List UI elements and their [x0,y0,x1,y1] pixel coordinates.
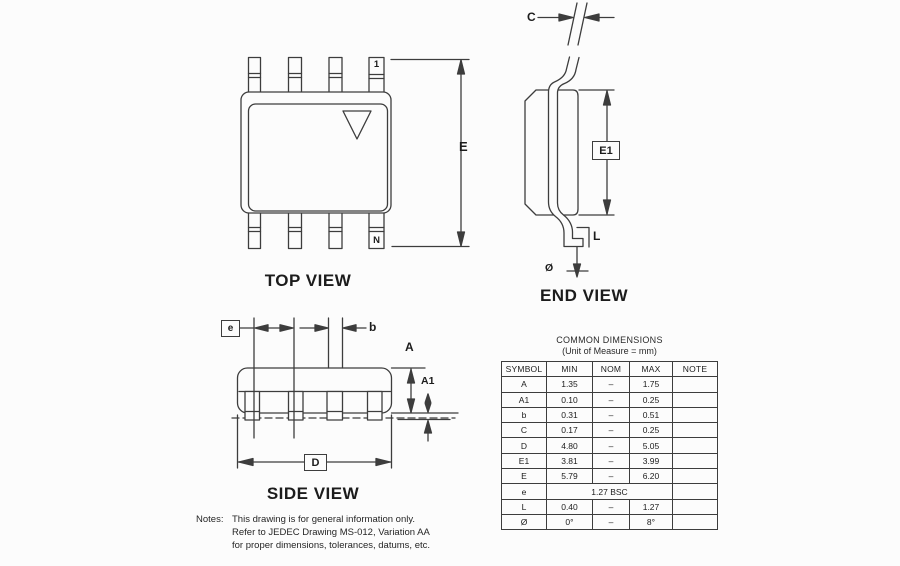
notes-label: Notes: [196,514,224,525]
table-cell [672,391,718,408]
table-cell: 3.81 [546,452,593,470]
table-cell [672,513,718,531]
pin1-marker-triangle [342,110,372,140]
table-cell [672,437,718,454]
table-cell: e [501,483,547,500]
table-cell: 0° [546,513,593,531]
table-cell: – [592,376,630,393]
table-cell: L [501,498,547,515]
dim-foot-angle-label: Ø [545,262,554,274]
table-subtitle: (Unit of Measure = mm) [562,346,657,356]
table-cell: D [501,437,547,454]
table-cell: – [592,498,630,515]
dim-E1-label: E1 [592,141,620,160]
notes-block: Notes: This drawing is for general infor… [196,513,430,552]
table-cell: 6.20 [629,468,673,485]
table-cell: 3.99 [629,452,673,470]
table-cell: 1.27 [629,498,673,515]
table-cell: – [592,513,630,531]
table-cell: 5.05 [629,437,673,454]
notes-line: Refer to JEDEC Drawing MS-012, Variation… [232,527,430,538]
col-nom: NOM [592,360,630,378]
pinN-label: N [373,235,380,246]
table-cell: – [592,452,630,470]
col-max: MAX [629,360,673,378]
table-cell: E1 [501,452,547,470]
table-cell: 0.25 [629,422,673,439]
table-cell: 8° [629,513,673,531]
table-cell: A [501,376,547,393]
table-cell: 0.40 [546,498,593,515]
notes-line: This drawing is for general information … [232,514,416,525]
dim-b-label: b [369,320,377,334]
table-cell: – [592,468,630,485]
dim-L-label: L [593,229,601,243]
top-view-title: TOP VIEW [264,271,352,290]
table-cell: C [501,422,547,439]
table-cell: A1 [501,391,547,408]
table-cell: 0.10 [546,391,593,408]
table-cell: b [501,406,547,424]
table-cell [672,422,718,439]
dim-E-label: E [459,139,468,154]
table-cell: 0.51 [629,406,673,424]
table-cell: 0.25 [629,391,673,408]
table-cell: 0.17 [546,422,593,439]
dim-A1-label: A1 [421,375,435,387]
end-view-title: END VIEW [539,286,629,305]
top-view-drawing [240,56,470,250]
dim-e-pitch-label: e [221,320,240,337]
notes-line: for proper dimensions, tolerances, datum… [232,540,431,551]
col-min: MIN [546,360,593,378]
table-title: COMMON DIMENSIONS [556,335,663,345]
table-cell: E [501,468,547,485]
col-symbol: SYMBOL [501,360,547,378]
table-cell: – [592,437,630,454]
table-cell: Ø [501,513,547,531]
side-view-title: SIDE VIEW [266,484,360,503]
pin1-label: 1 [373,59,380,70]
side-view-drawing [231,317,459,469]
dim-C-label: C [527,10,536,24]
table-cell: – [592,422,630,439]
end-view-drawing [524,2,615,278]
table-cell: 4.80 [546,437,593,454]
table-cell: 1.35 [546,376,593,393]
table-cell [672,406,718,424]
table-cell: 5.79 [546,468,593,485]
dim-A-label: A [405,340,414,354]
table-cell: – [592,406,630,424]
table-cell: 1.27 BSC [546,483,673,500]
table-cell [672,483,718,500]
table-cell: 1.75 [629,376,673,393]
table-header-row: SYMBOL MIN NOM MAX NOTE [501,360,718,378]
table-cell [672,452,718,470]
table-cell [672,376,718,393]
dim-D-label: D [304,454,327,471]
dimensions-table: COMMON DIMENSIONS (Unit of Measure = mm)… [501,335,718,531]
table-cell [672,498,718,515]
table-cell: 0.31 [546,406,593,424]
table-cell: – [592,391,630,408]
col-note: NOTE [672,360,718,378]
table-cell [672,468,718,485]
